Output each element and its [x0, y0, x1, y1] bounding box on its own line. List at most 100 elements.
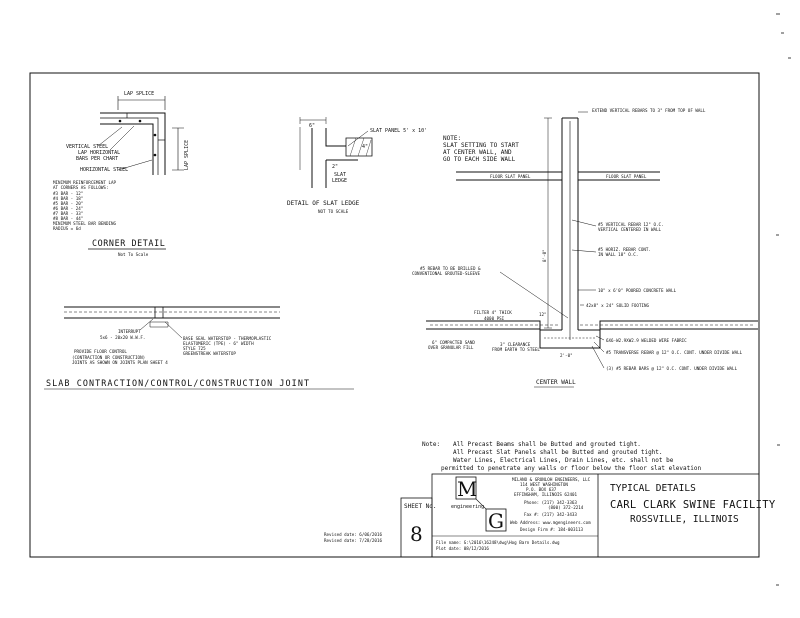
company-phone: Phone: (217) 342-3363 [524, 500, 577, 505]
slat-note-0: NOTE: [443, 135, 461, 142]
sheet-label: SHEET No. [404, 503, 437, 510]
corner-note-4: #5 BAR - 20" [53, 201, 83, 206]
joint-interrupt-0: INTERRUPT [118, 329, 141, 334]
corner-note-0: MINIMUM REINFORCEMENT LAP [53, 180, 117, 185]
corner-note-3: #4 BAR - 18" [53, 196, 83, 201]
general-note-label: Note: [422, 441, 440, 448]
slat-dim-top: 6" [309, 123, 315, 129]
slat-setting-note: NOTE: SLAT SETTING TO START AT CENTER WA… [443, 135, 519, 163]
revised-date-1: Revised date: 6/06/2016 [324, 532, 382, 537]
corner-note-2: #3 BAR - 12" [53, 191, 83, 196]
logo-g-box [485, 508, 507, 532]
file-name: File name: G:\2016\16248\dwg\Hog Barn De… [436, 540, 560, 545]
general-note-line-0: All Precast Beams shall be Butted and gr… [453, 441, 641, 448]
corner-note-7: #8 BAR - 44" [53, 216, 83, 221]
cw-dim-height: 8'-0" [542, 249, 547, 262]
slat-panel-label: SLAT PANEL 5' x 10' [370, 128, 427, 134]
slat-ledge-title: DETAIL OF SLAT LEDGE [287, 200, 360, 207]
plot-date: Plot date: 08/12/2016 [436, 546, 489, 551]
cw-clearance-1: FROM EARTH TO STEEL [492, 347, 540, 352]
slat-ledge-label-0: SLAT [334, 172, 346, 178]
cw-mesh: 6X6-W2.9XW2.9 WELDED WIRE FABRIC [606, 338, 687, 343]
corner-lap-splice-side: LAP SPLICE [184, 140, 190, 170]
corner-vertical-steel: VERTICAL STEEL [66, 144, 108, 150]
corner-note-8: MINIMUM STEEL BAR BENDING [53, 221, 117, 226]
corner-lap-horizontal: LAP HORIZONTAL [78, 150, 120, 156]
cw-dowel-0: #5 REBAR TO BE DRILLED & [420, 266, 481, 271]
slat-dim-side: 4" [362, 144, 368, 150]
slat-note-3: GO TO EACH SIDE WALL [443, 156, 516, 163]
sheet-number: 8 [410, 522, 423, 546]
joint-waterstop-2: STYLE 725 [183, 346, 206, 351]
cw-sand-1: OVER GRANULAR FILL [428, 345, 474, 350]
logo-m-box [455, 476, 477, 500]
corner-bars-per-chart: BARS PER CHART [76, 156, 118, 162]
company-phone2: (800) 372-2214 [548, 505, 584, 510]
corner-horizontal-steel: HORIZONTAL STEEL [80, 167, 128, 173]
logo-m: M [457, 477, 477, 501]
slat-ledge-detail: 6" 4" 2" SLAT PANEL 5' x 10' SLAT LEDGE … [287, 117, 427, 214]
slab-joint-detail: INTERRUPT 5x6 - 20x20 W.W.F. BASE SEAL W… [44, 306, 354, 390]
corner-detail: LAP SPLICE LAP SPLICE VERTICAL STEEL LAP… [53, 91, 190, 257]
logo-engineering: engineering [451, 504, 484, 510]
cw-clearance-0: 3" CLEARANCE [500, 342, 531, 347]
cw-rebar-horiz-1: IN WALL 18" O.C. [598, 252, 638, 257]
corner-detail-title: CORNER DETAIL [92, 238, 165, 248]
joint-provide-2: JOINTS AS SHOWN ON JOINTS PLAN SHEET 4 [72, 360, 168, 365]
joint-waterstop-3: GREENSTREAK WATERSTOP [183, 351, 236, 356]
scan-marks [776, 13, 791, 586]
cw-dowel-1: CONVENTIONAL GROUTED-SLEEVE [412, 271, 481, 276]
corner-note-5: #6 BAR - 24" [53, 206, 83, 211]
joint-waterstop-1: ELASTOMERIC (TPE) - 6" WIDTH [183, 341, 254, 346]
cw-filter-0: FILTER 4" THICK [474, 310, 512, 315]
joint-interrupt-1: 5x6 - 20x20 W.W.F. [100, 335, 145, 340]
general-note-line-3: permitted to penetrate any walls or floo… [441, 465, 701, 472]
center-wall-detail: EXTEND VERTICAL REBARS TO 3" FROM TOP OF… [412, 108, 758, 388]
corner-detail-scale: Not To Scale [118, 252, 149, 257]
joint-title: SLAB CONTRACTION/CONTROL/CONSTRUCTION JO… [46, 378, 310, 388]
slat-ledge-scale: NOT TO SCALE [318, 209, 349, 214]
company-2: P.O. BOX 637 [526, 487, 557, 492]
company-0: MILANO & GRUNLOH ENGINEERS, LLC [512, 477, 591, 482]
cw-dim-bottom: 2'-0" [560, 353, 573, 358]
slat-ledge-label-1: LEDGE [332, 178, 347, 184]
joint-provide-0: PROVIDE FLOOR CONTROL [74, 349, 127, 354]
slat-note-2: AT CENTER WALL, AND [443, 149, 512, 156]
company-design-firm: Design Firm #: 184-003113 [520, 527, 584, 532]
company-fax: Fax #: (217) 342-3433 [524, 512, 577, 517]
corner-note-9: RADIUS = 6d [53, 226, 81, 231]
joint-provide-1: (CONTRACTION OR CONSTRUCTION) [72, 355, 145, 360]
cw-floor-right: FLOOR SLAT PANEL [606, 174, 647, 179]
slat-dim-ledge: 2" [332, 164, 338, 170]
cw-sand-0: 6" COMPACTED SAND [432, 340, 475, 345]
revised-date-2: Revised date: 7/28/2016 [324, 538, 382, 543]
corner-note-1: AT CORNERS AS FOLLOWS: [53, 185, 108, 190]
cw-floor-left: FLOOR SLAT PANEL [490, 174, 531, 179]
cw-rebar-horiz-0: #5 HORIZ. REBAR CONT. [598, 247, 651, 252]
cw-rebar-vert-1: VERTICAL CENTERED IN WALL [598, 227, 662, 232]
cw-long-bars: (3) #5 REBAR BARS @ 12" O.C. CONT. UNDER… [606, 366, 738, 371]
facility-name: CARL CLARK SWINE FACILITY [610, 499, 776, 511]
typical-details: TYPICAL DETAILS [610, 483, 696, 494]
company-3: EFFINGHAM, ILLINOIS 62401 [514, 492, 578, 497]
corner-lap-splice-top: LAP SPLICE [124, 91, 154, 97]
slat-note-1: SLAT SETTING TO START [443, 142, 519, 149]
company-1: 114 WEST WASHINGTON [520, 482, 568, 487]
cw-footing: 42x8" x 24" SOLID FOOTING [586, 303, 650, 308]
general-note-line-2: Water Lines, Electrical Lines, Drain Lin… [453, 457, 674, 464]
general-note-line-1: All Precast Slat Panels shall be Butted … [453, 449, 663, 456]
cw-rebar-vert-0: #5 VERTICAL REBAR 12" O.C. [598, 222, 664, 227]
cw-filter-1: 4000 PSI [484, 316, 505, 321]
corner-note-6: #7 BAR - 33" [53, 211, 83, 216]
cw-extend: EXTEND VERTICAL REBARS TO 3" FROM TOP OF… [592, 108, 706, 113]
joint-waterstop-0: BASE SEAL WATERSTOP - THERMOPLASTIC [183, 336, 272, 341]
facility-location: ROSSVILLE, ILLINOIS [630, 514, 739, 525]
cw-concrete-wall: 10" x 6'0" POURED CONCRETE WALL [598, 288, 677, 293]
cw-transverse: #5 TRANSVERSE REBAR @ 12" O.C. CONT. UND… [606, 350, 743, 355]
sheet-border [29, 72, 760, 558]
logo-g: G [488, 509, 504, 533]
cw-title: CENTER WALL [536, 379, 576, 386]
general-note: Note: All Precast Beams shall be Butted … [422, 441, 701, 472]
title-block: Revised date: 6/06/2016 Revised date: 7/… [324, 473, 776, 558]
